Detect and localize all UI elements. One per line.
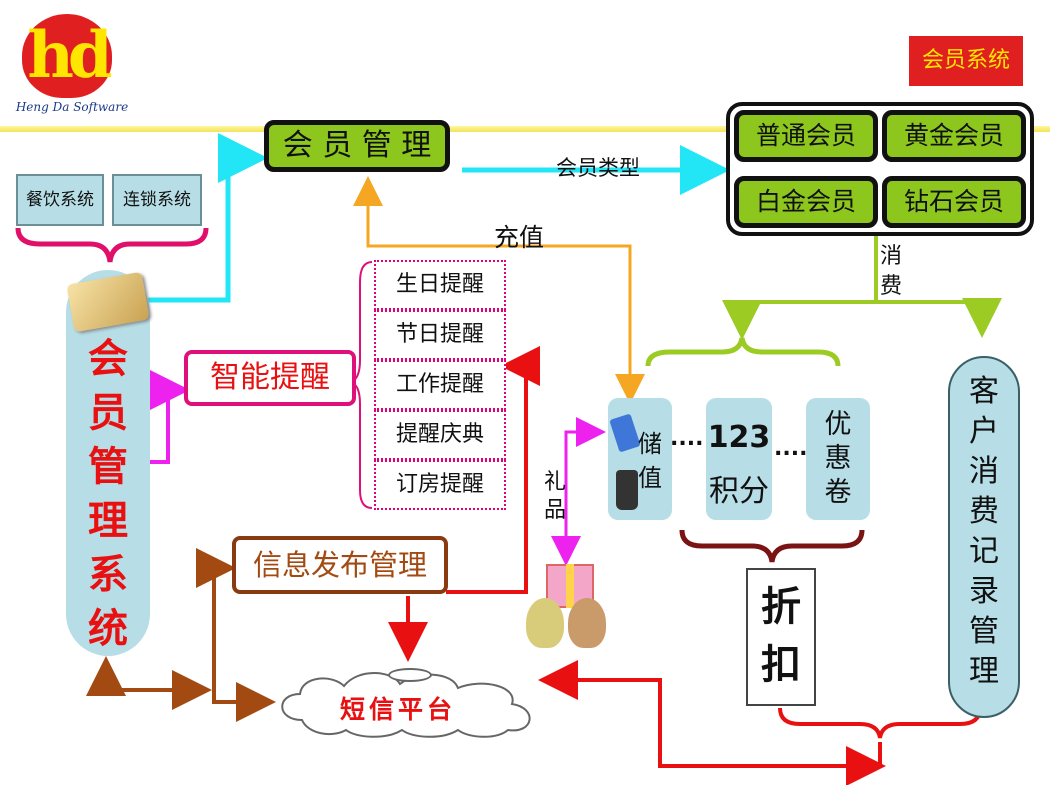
- consume-label-1: 消: [880, 238, 902, 270]
- gift-bears-icon: [524, 564, 610, 654]
- coupon-char-3: 卷: [806, 476, 870, 510]
- smart-reminder-box: 智能提醒: [184, 350, 356, 406]
- coupon-card: 优 惠 卷: [806, 398, 870, 520]
- logo-tagline: Heng Da Software: [12, 100, 132, 114]
- reminder-celebration: 提醒庆典: [374, 410, 506, 460]
- customer-records-title: 客 户 消 费 记 录 管 理: [948, 372, 1020, 692]
- member-type-diamond: 钻石会员: [882, 176, 1026, 228]
- dots-1: ....: [670, 426, 703, 451]
- records-char-5: 记: [948, 532, 1020, 572]
- consume-label-2: 费: [880, 268, 902, 300]
- coupon-char-2: 惠: [806, 442, 870, 476]
- info-publish-box: 信息发布管理: [232, 536, 448, 594]
- discount-brace: [682, 530, 862, 562]
- logo-mark: hd: [22, 14, 112, 98]
- coupon-char-1: 优: [806, 408, 870, 442]
- member-mgmt-box: 会 员 管 理: [264, 120, 450, 172]
- records-char-1: 客: [948, 372, 1020, 412]
- records-char-3: 消: [948, 452, 1020, 492]
- arrow-smart-reminder: [148, 390, 182, 462]
- records-char-4: 费: [948, 492, 1020, 532]
- topup-label: 充值: [494, 218, 544, 254]
- pillar-char-6: 统: [66, 602, 150, 656]
- member-type-gold: 黄金会员: [882, 110, 1026, 162]
- arrow-gift: [566, 432, 600, 562]
- chain-system-box: 连锁系统: [112, 174, 202, 226]
- reminder-work: 工作提醒: [374, 360, 506, 410]
- reminder-holiday: 节日提醒: [374, 310, 506, 360]
- records-char-2: 户: [948, 412, 1020, 452]
- reminder-birthday: 生日提醒: [374, 260, 506, 310]
- stored-value-char-1: 储: [638, 424, 662, 459]
- reminder-booking: 订房提醒: [374, 460, 506, 510]
- arrow-pillar-link: [106, 664, 204, 690]
- points-label: 积分: [706, 466, 772, 510]
- sms-antenna-icon: [388, 668, 432, 682]
- stored-value-char-2: 值: [638, 458, 662, 493]
- green-brace: [648, 338, 838, 366]
- dots-2: ....: [774, 436, 807, 461]
- records-brace: [780, 708, 980, 738]
- points-number: 123: [700, 420, 778, 455]
- pink-brace: [18, 228, 206, 262]
- sms-platform-label: 短信平台: [272, 690, 524, 726]
- pillar-char-2: 员: [66, 386, 150, 440]
- pillar-char-4: 理: [66, 494, 150, 548]
- member-types-label: 会员类型: [556, 152, 640, 182]
- discount-box: 折 扣: [746, 568, 816, 706]
- gift-label-2: 品: [544, 492, 566, 524]
- records-char-6: 录: [948, 572, 1020, 612]
- system-badge: 会员系统: [909, 36, 1023, 86]
- catering-system-box: 餐饮系统: [16, 174, 104, 226]
- pillar-char-3: 管: [66, 440, 150, 494]
- pillar-char-1: 会: [66, 332, 150, 386]
- discount-char-1: 折: [748, 578, 814, 636]
- hand-icon: [616, 470, 638, 510]
- member-type-platinum: 白金会员: [734, 176, 878, 228]
- pillar-char-5: 系: [66, 548, 150, 602]
- discount-char-2: 扣: [748, 636, 814, 694]
- member-type-normal: 普通会员: [734, 110, 878, 162]
- pillar-title: 会 员 管 理 系 统: [66, 332, 150, 656]
- records-char-7: 管: [948, 612, 1020, 652]
- records-char-8: 理: [948, 652, 1020, 692]
- arrow-consume: [742, 236, 876, 332]
